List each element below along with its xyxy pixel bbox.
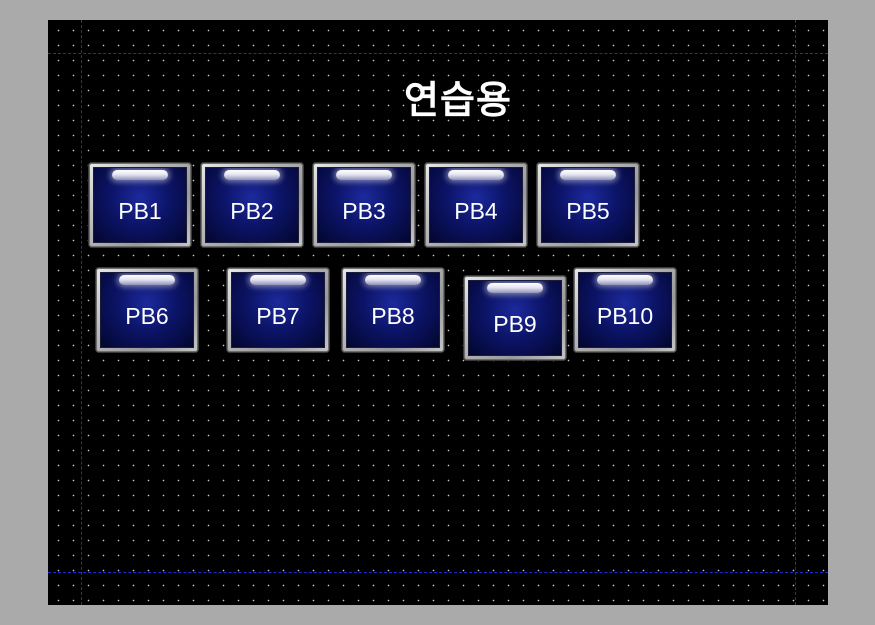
pb5-lamp xyxy=(560,170,616,180)
guide-line-bottom xyxy=(48,572,828,573)
pb6-face: PB6 xyxy=(100,272,194,348)
pb1-lamp xyxy=(112,170,168,180)
pb7-face: PB7 xyxy=(231,272,325,348)
pb4-face: PB4 xyxy=(429,167,523,243)
pb9-label: PB9 xyxy=(493,311,537,337)
screen-canvas: 연습용 PB1 PB2 PB3 PB4 PB5 PB xyxy=(48,20,828,605)
pb9-face: PB9 xyxy=(468,280,562,356)
pb2-face: PB2 xyxy=(205,167,299,243)
pb9-lamp xyxy=(487,283,543,293)
pb8-lamp xyxy=(365,275,421,285)
screen-title: 연습용 xyxy=(404,78,512,122)
pb3-face: PB3 xyxy=(317,167,411,243)
pb4-button[interactable]: PB4 xyxy=(425,163,527,247)
pb7-label: PB7 xyxy=(256,303,300,329)
pb10-button[interactable]: PB10 xyxy=(574,268,676,352)
pb5-button[interactable]: PB5 xyxy=(537,163,639,247)
pb10-label: PB10 xyxy=(596,303,654,329)
pb4-lamp xyxy=(448,170,504,180)
pb3-label: PB3 xyxy=(342,198,386,224)
pb2-label: PB2 xyxy=(230,198,274,224)
pb5-face: PB5 xyxy=(541,167,635,243)
pb3-button[interactable]: PB3 xyxy=(313,163,415,247)
pb4-label: PB4 xyxy=(454,198,498,224)
pb7-button[interactable]: PB7 xyxy=(227,268,329,352)
pb5-label: PB5 xyxy=(566,198,610,224)
pb3-lamp xyxy=(336,170,392,180)
guide-line-left xyxy=(81,20,82,605)
pb10-lamp xyxy=(597,275,653,285)
pb2-button[interactable]: PB2 xyxy=(201,163,303,247)
guide-line-top xyxy=(48,53,828,54)
pb6-label: PB6 xyxy=(125,303,169,329)
pb6-lamp xyxy=(119,275,175,285)
pb1-face: PB1 xyxy=(93,167,187,243)
pb8-button[interactable]: PB8 xyxy=(342,268,444,352)
pb8-label: PB8 xyxy=(371,303,415,329)
pb6-button[interactable]: PB6 xyxy=(96,268,198,352)
pb10-face: PB10 xyxy=(578,272,672,348)
pb8-face: PB8 xyxy=(346,272,440,348)
pb7-lamp xyxy=(250,275,306,285)
pb1-label: PB1 xyxy=(118,198,162,224)
pb9-button[interactable]: PB9 xyxy=(464,276,566,360)
pb2-lamp xyxy=(224,170,280,180)
guide-line-right xyxy=(795,20,796,605)
pb1-button[interactable]: PB1 xyxy=(89,163,191,247)
